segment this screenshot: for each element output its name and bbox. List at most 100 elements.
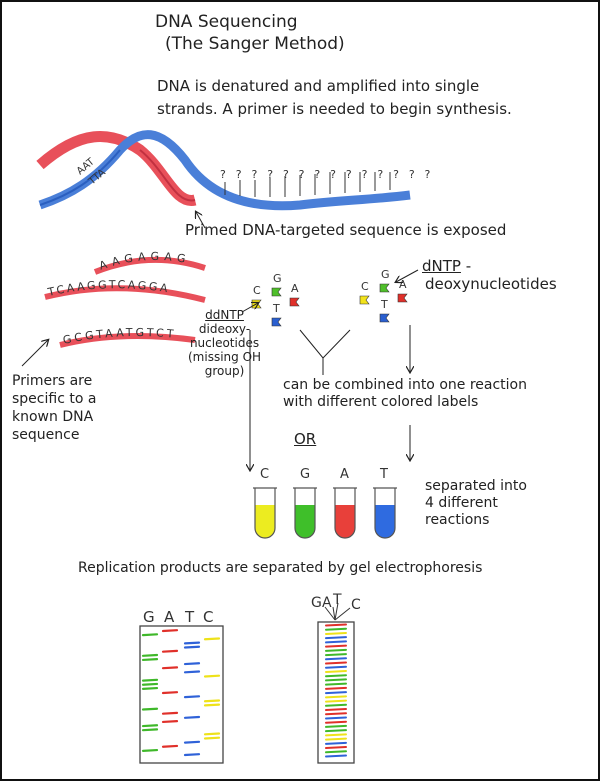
flow-arrows (250, 325, 410, 470)
primers: AAGAGAG TCAAGGTCAGGA GCGTAATGTCT (21, 250, 206, 367)
or-label: OR (294, 430, 317, 448)
gel2-label-lines (324, 602, 351, 621)
gel2-band-a (325, 746, 347, 750)
gel2-band-a (325, 644, 347, 648)
gel2-band-g (325, 703, 347, 707)
tube-outline (374, 488, 396, 539)
gel2-band-a (325, 661, 347, 665)
gel2-band-g (325, 750, 347, 754)
dntp-label-block: dNTP - (422, 258, 471, 275)
gel1-band-g (141, 748, 159, 752)
dntp-label: dNTP (422, 257, 461, 275)
gel2-band-g (325, 678, 347, 682)
gel1-band-c (203, 703, 221, 707)
tube-label: T (379, 467, 388, 482)
tube-outline (294, 488, 316, 539)
gel2-band-t (325, 657, 347, 661)
gel1-band-g (141, 686, 159, 690)
ddntp-desc-2: nucleotides (189, 336, 260, 350)
title-line-2: (The Sanger Method) (165, 34, 345, 54)
gel2-bands (325, 623, 347, 758)
nucleotide-flag-a (397, 293, 408, 303)
primer-seq-3: GCGTAATGTCT (62, 326, 174, 347)
nucleotide-letter: G (381, 268, 390, 281)
primers-caption-2: specific to a (12, 391, 97, 407)
separated-line-2: 4 different (425, 495, 498, 511)
gel2-label-c: C (351, 597, 361, 613)
nucleotide-flag-c (359, 295, 370, 305)
gel2-label-t: T (332, 592, 342, 608)
gel1-band-t (183, 753, 201, 757)
dntp-dash: - (465, 257, 472, 275)
nucleotide-letter: C (253, 284, 261, 297)
gel1-band-t (183, 670, 201, 674)
gel2-band-c (325, 699, 347, 703)
unknown-bases: ? ? ? ? ? ? ? ? ? ? ? ? ? ? (220, 168, 434, 181)
gel1-band-g (141, 724, 159, 728)
intro-line-1: DNA is denatured and amplified into sing… (157, 77, 480, 95)
gel-single-lane (317, 621, 355, 764)
tube-liquid (375, 505, 395, 538)
gel1-band-a (161, 711, 179, 715)
gel2-band-a (325, 708, 347, 712)
gel1-band-g (141, 633, 159, 637)
combined-line-2: with different colored labels (283, 394, 479, 410)
gel2-band-t (325, 636, 347, 640)
gel2-band-g (325, 724, 347, 728)
gel2-band-g (325, 674, 347, 678)
gel2-band-c (325, 733, 347, 737)
gel1-band-g (141, 707, 159, 711)
nucleotide-letter: T (272, 302, 280, 315)
tube-outline (254, 488, 276, 539)
gel1-band-a (161, 649, 179, 653)
gel1-band-c (203, 674, 221, 678)
gel1-band-a (161, 691, 179, 695)
primers-caption: Primers are specific to a known DNA sequ… (12, 372, 96, 444)
gel1-band-a (161, 629, 179, 633)
gel2-band-t (325, 691, 347, 695)
gel1-band-c (203, 699, 221, 703)
tube-liquid (335, 505, 355, 538)
gel2-band-t (325, 665, 347, 669)
gel2-band-g (325, 648, 347, 652)
gel1-lane-g: G (143, 608, 155, 626)
gel1-band-t (183, 740, 201, 744)
gel2-band-t (325, 716, 347, 720)
gel1-band-t (183, 662, 201, 666)
helix-caption: Primed DNA-targeted sequence is exposed (185, 221, 507, 239)
combined-line-1: can be combined into one reaction (283, 377, 527, 393)
gel2-band-g (325, 653, 347, 657)
gel1-band-t (183, 715, 201, 719)
gel1-lane-t: T (184, 608, 195, 626)
primer-seq-1: AAGAGAG (98, 250, 187, 273)
gel1-band-a (161, 666, 179, 670)
dna-helix: AAT TTA ? ? ? ? ? ? ? ? ? ? ? ? ? ? (36, 130, 434, 229)
tube-liquid (295, 505, 315, 538)
gel2-band-a (325, 720, 347, 724)
dntp-desc: deoxynucleotides (425, 275, 557, 293)
nucleotide-flag-g (271, 287, 282, 297)
ddntp-label-block: ddNTP dideoxy- nucleotides (missing OH g… (188, 308, 261, 378)
gel2-band-c (325, 695, 347, 699)
separated-line-3: reactions (425, 512, 490, 528)
gel2-band-a (325, 686, 347, 690)
nucleotide-letter: C (361, 280, 369, 293)
gel2-band-t (325, 640, 347, 644)
gel2-band-a (325, 623, 347, 627)
gel2-band-t (325, 754, 347, 758)
ddntp-desc-1: dideoxy- (198, 322, 251, 336)
gel2-band-g (325, 729, 347, 733)
gel-separate-lanes (139, 625, 224, 764)
gel1-band-c (203, 732, 221, 736)
tube-label: A (340, 467, 349, 482)
tube-liquid (255, 505, 275, 538)
gel-caption: Replication products are separated by ge… (78, 560, 483, 576)
gel1-band-a (161, 720, 179, 724)
nucleotide-flag-g (379, 283, 390, 293)
ddntp-label: ddNTP (205, 308, 244, 322)
gel2-band-g (325, 682, 347, 686)
svg-text:GCGTAATGTCT: GCGTAATGTCT (62, 326, 177, 347)
